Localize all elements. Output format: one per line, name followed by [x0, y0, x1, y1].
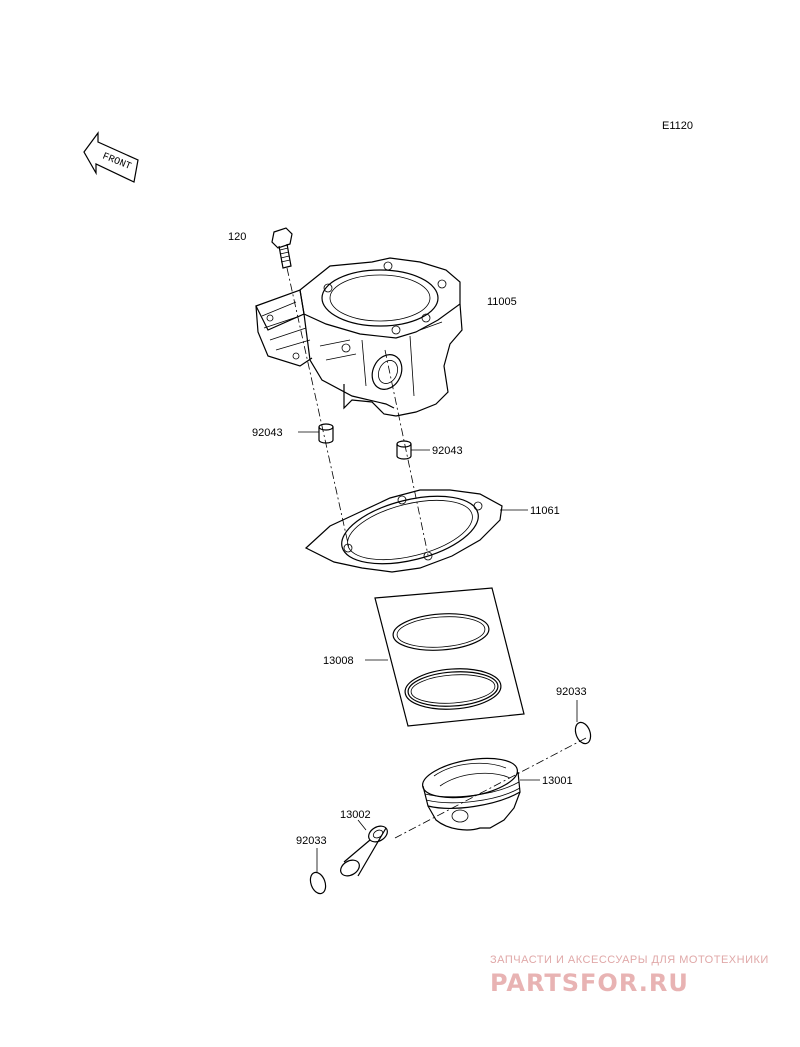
dowel-left-part	[318, 423, 334, 444]
piston-part	[422, 757, 521, 831]
watermark-tagline: ЗАПЧАСТИ И АКСЕССУАРЫ ДЛЯ МОТОТЕХНИКИ	[490, 954, 769, 966]
diagram-code: E1120	[662, 120, 693, 132]
circlip-right-part	[574, 721, 592, 745]
callout-circlip-right: 92033	[556, 686, 587, 698]
gasket-part	[304, 489, 503, 573]
callout-dowel-right: 92043	[432, 445, 463, 457]
front-arrow-icon: FRONT	[83, 131, 139, 183]
callout-dowel-left: 92043	[252, 427, 283, 439]
callout-piston-pin: 13002	[340, 809, 371, 821]
dowel-right-part	[396, 440, 412, 460]
callout-cylinder: 11005	[487, 296, 517, 308]
circlip-left-part	[309, 871, 327, 895]
leader-piston-pin	[357, 819, 367, 831]
callout-bolt: 120	[228, 231, 246, 243]
piston-pin-part	[340, 825, 388, 877]
callout-piston: 13001	[542, 775, 573, 787]
callout-ring-set: 13008	[323, 655, 354, 667]
callout-circlip-left: 92033	[296, 835, 327, 847]
assembly-lines	[286, 267, 587, 839]
cylinder-part	[255, 257, 463, 417]
callout-gasket: 11061	[530, 505, 560, 517]
bolt-part	[271, 227, 293, 269]
ring-set-part	[374, 587, 525, 727]
watermark-logo: PARTSFOR.RU	[490, 969, 689, 997]
